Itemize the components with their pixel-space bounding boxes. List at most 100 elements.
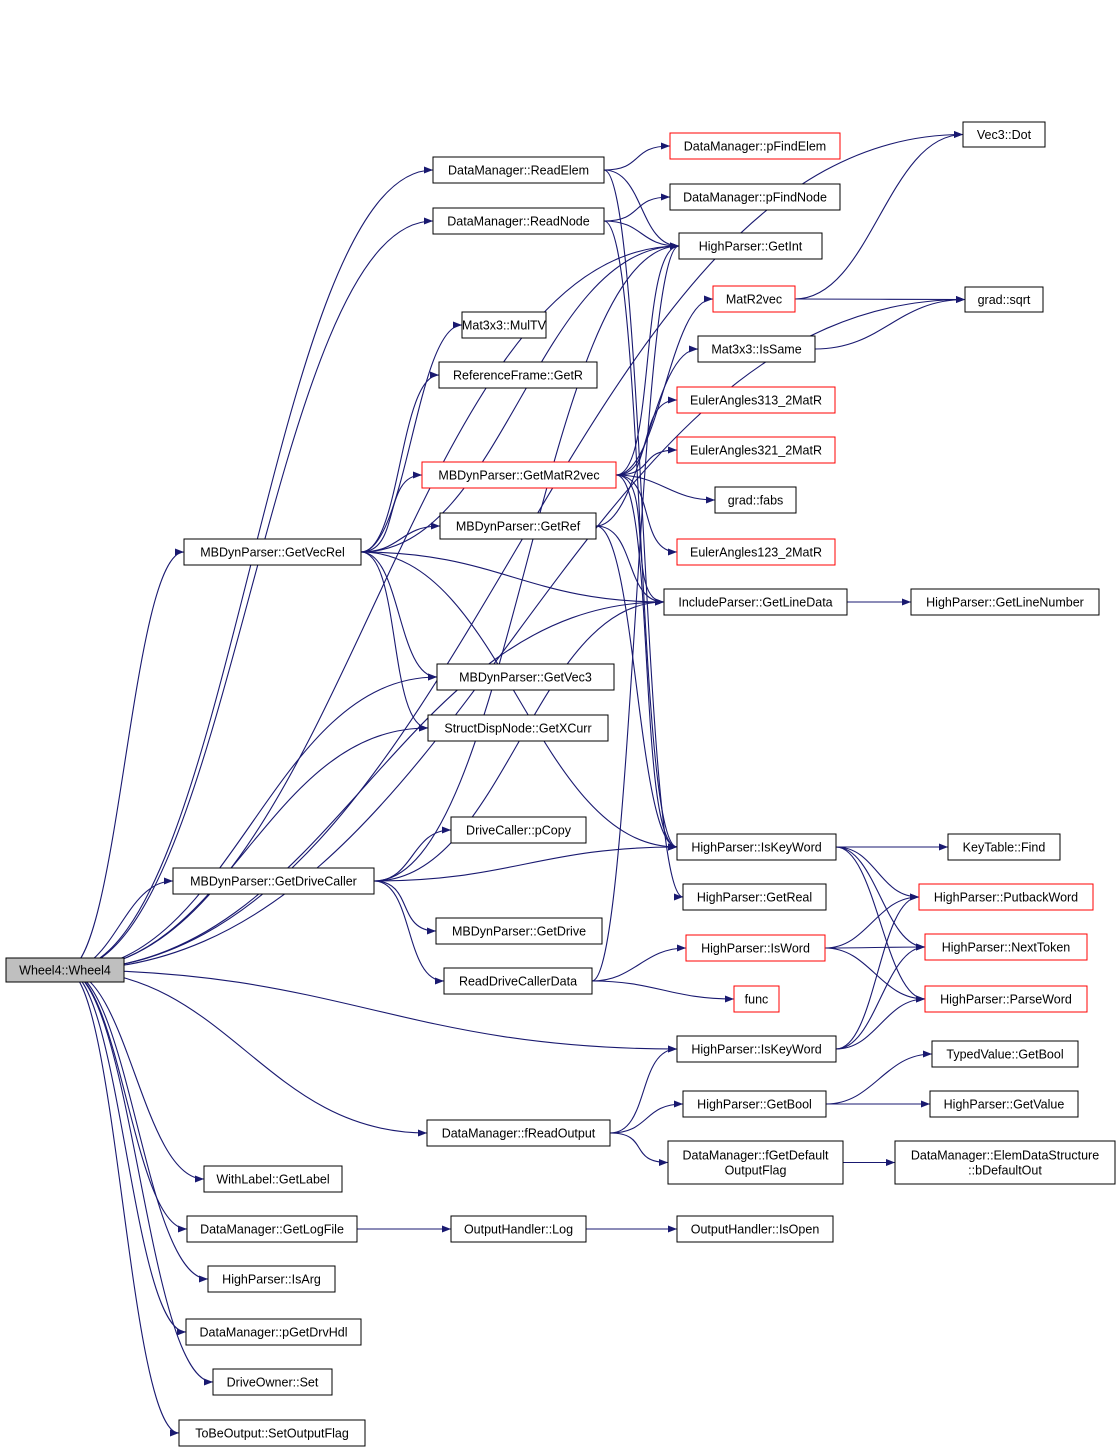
edge-path (360, 522, 441, 553)
node-label: DriveOwner::Set (227, 1376, 319, 1390)
node-getxcurr[interactable]: StructDispNode::GetXCurr (427, 714, 609, 742)
edge-freadoutput-to-getboolhp (609, 1100, 684, 1134)
node-matr2vec[interactable]: MatR2vec (712, 285, 796, 313)
node-wheel4[interactable]: Wheel4::Wheel4 (5, 957, 125, 983)
node-nexttoken[interactable]: HighParser::NextToken (924, 933, 1088, 961)
node-pcopy[interactable]: DriveCaller::pCopy (450, 816, 587, 844)
node-getvec3[interactable]: MBDynParser::GetVec3 (436, 663, 615, 691)
node-box (426, 1119, 611, 1147)
node-isarg[interactable]: HighParser::IsArg (207, 1265, 336, 1293)
node-func[interactable]: func (733, 985, 780, 1013)
node-setoutputflag[interactable]: ToBeOutput::SetOutputFlag (178, 1419, 366, 1447)
node-putbackword[interactable]: HighParser::PutbackWord (918, 883, 1094, 911)
node-label: MBDynParser::GetMatR2vec (438, 469, 599, 483)
node-box (712, 285, 796, 313)
node-fabs[interactable]: grad::fabs (714, 486, 797, 514)
node-getdrive[interactable]: MBDynParser::GetDrive (435, 917, 603, 945)
edge-isword-to-putbackword (824, 893, 920, 949)
node-label: DataManager::fReadOutput (442, 1127, 596, 1141)
node-log[interactable]: OutputHandler::Log (450, 1215, 587, 1243)
node-ea313[interactable]: EulerAngles313_2MatR (676, 386, 836, 414)
node-label: DataManager::fGetDefault (683, 1149, 829, 1163)
node-box (676, 833, 837, 861)
node-getreal[interactable]: HighParser::GetReal (682, 883, 827, 911)
node-freadoutput[interactable]: DataManager::fReadOutput (426, 1119, 611, 1147)
node-label: TypedValue::GetBool (946, 1048, 1063, 1062)
node-isopen[interactable]: OutputHandler::IsOpen (676, 1215, 834, 1243)
node-box (427, 714, 609, 742)
edge-path (603, 193, 671, 222)
node-label: HighParser::GetLineNumber (926, 596, 1084, 610)
edge-path (615, 242, 680, 476)
edge-readnode-to-getint (603, 220, 680, 250)
node-pgetdrvhdl[interactable]: DataManager::pGetDrvHdl (185, 1318, 362, 1346)
node-getlabel[interactable]: WithLabel::GetLabel (203, 1165, 343, 1193)
node-box (435, 917, 603, 945)
node-getlinenumber[interactable]: HighParser::GetLineNumber (910, 588, 1100, 616)
edge-iskeyword2-to-putbackword (835, 893, 920, 1050)
node-box (207, 1265, 336, 1293)
edge-path (65, 724, 429, 971)
node-vec3dot[interactable]: Vec3::Dot (962, 121, 1046, 148)
node-box (678, 232, 823, 260)
node-label: KeyTable::Find (963, 841, 1046, 855)
node-label: ::bDefaultOut (968, 1164, 1042, 1178)
edge-readdrivecallerdata-to-isword (591, 944, 687, 982)
node-iskeyword2[interactable]: HighParser::IsKeyWord (676, 1035, 837, 1063)
node-multv[interactable]: Mat3x3::MulTV (461, 311, 547, 339)
edge-path (65, 969, 678, 1053)
edge-getdrivecaller-to-getint (373, 242, 680, 882)
node-getdrivecaller[interactable]: MBDynParser::GetDriveCaller (172, 867, 375, 895)
edge-wheel4-to-getint (65, 242, 680, 971)
node-getint[interactable]: HighParser::GetInt (678, 232, 823, 260)
node-getmatr2vec[interactable]: MBDynParser::GetMatR2vec (421, 461, 617, 489)
node-readdrivecallerdata[interactable]: ReadDriveCallerData (443, 967, 593, 995)
node-issame[interactable]: Mat3x3::IsSame (697, 335, 816, 363)
node-label: OutputFlag (725, 1164, 787, 1178)
function-nodes: Wheel4::Wheel4Vec3::Dotgrad::sqrtDataMan… (5, 121, 1116, 1447)
node-pfindnode[interactable]: DataManager::pFindNode (669, 183, 841, 211)
node-readelem[interactable]: DataManager::ReadElem (432, 156, 605, 184)
edge-getref-to-getlinedata (595, 525, 665, 606)
edge-getvecrel-to-getlinedata (360, 551, 665, 606)
node-label: IncludeParser::GetLineData (678, 596, 832, 610)
node-isword[interactable]: HighParser::IsWord (685, 934, 826, 962)
node-box (186, 1215, 358, 1243)
edge-path (360, 551, 678, 851)
node-ea123[interactable]: EulerAngles123_2MatR (676, 538, 836, 566)
node-getref[interactable]: MBDynParser::GetRef (439, 512, 597, 540)
node-ea321[interactable]: EulerAngles321_2MatR (676, 436, 836, 464)
node-label: DataManager::pFindElem (684, 140, 826, 154)
node-iskeyword1[interactable]: HighParser::IsKeyWord (676, 833, 837, 861)
node-box (676, 538, 836, 566)
node-getlogfile[interactable]: DataManager::GetLogFile (186, 1215, 358, 1243)
node-find[interactable]: KeyTable::Find (947, 833, 1061, 861)
node-pfindelem[interactable]: DataManager::pFindElem (669, 132, 841, 160)
node-parseword[interactable]: HighParser::ParseWord (924, 985, 1088, 1013)
node-getboolhp[interactable]: HighParser::GetBool (682, 1090, 827, 1118)
node-getvecrel[interactable]: MBDynParser::GetVecRel (183, 538, 362, 566)
edge-path (360, 551, 429, 732)
node-box (669, 132, 841, 160)
node-driveownerset[interactable]: DriveOwner::Set (212, 1368, 333, 1396)
node-label: OutputHandler::IsOpen (691, 1223, 820, 1237)
node-box (436, 663, 615, 691)
edge-path (373, 826, 452, 882)
edge-freadoutput-to-iskeyword2 (609, 1045, 678, 1134)
edge-path (609, 1132, 669, 1166)
node-bdefaultout[interactable]: DataManager::ElemDataStructure::bDefault… (894, 1140, 1116, 1185)
node-getbooltv[interactable]: TypedValue::GetBool (931, 1040, 1079, 1068)
edge-getmatr2vec-to-getint (615, 242, 680, 476)
node-getr[interactable]: ReferenceFrame::GetR (438, 361, 598, 389)
node-readnode[interactable]: DataManager::ReadNode (432, 207, 605, 235)
node-label: HighParser::GetValue (944, 1098, 1065, 1112)
node-sqrt[interactable]: grad::sqrt (964, 286, 1044, 313)
edge-readelem-to-getreal (603, 169, 684, 901)
node-getvalue[interactable]: HighParser::GetValue (929, 1090, 1079, 1118)
node-box (947, 833, 1061, 861)
edge-getdrivecaller-to-getdrive (373, 880, 437, 935)
node-getlinedata[interactable]: IncludeParser::GetLineData (663, 588, 848, 616)
edge-getref-to-issame (595, 345, 699, 527)
edge-path (65, 969, 205, 1183)
